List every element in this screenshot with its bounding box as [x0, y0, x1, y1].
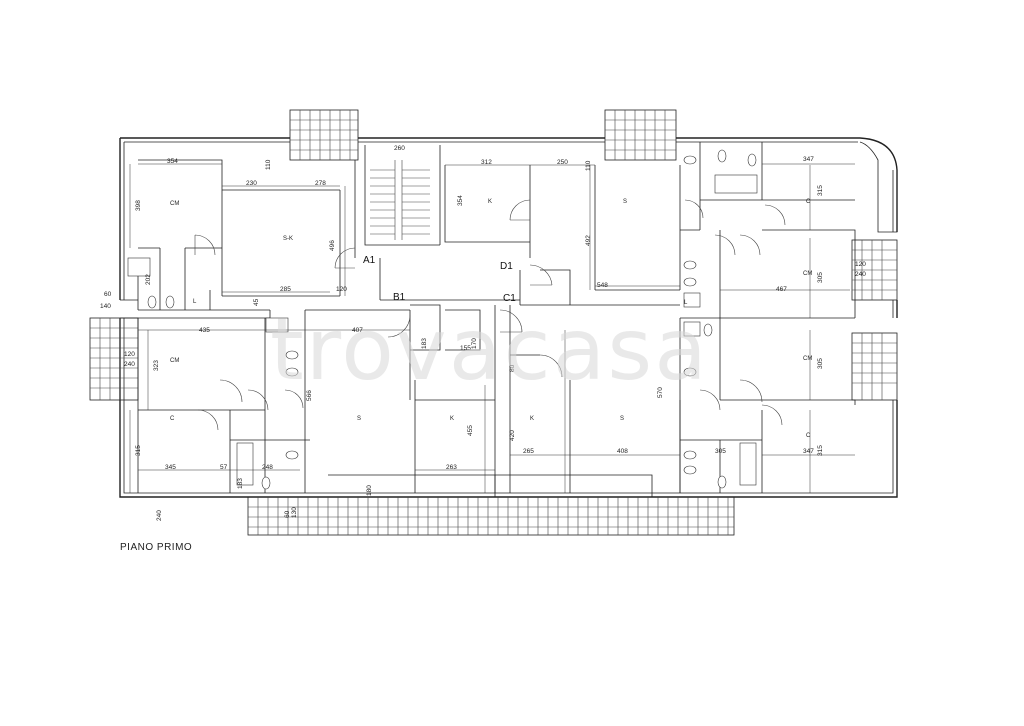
dim-label: 496 [329, 240, 336, 251]
dim-label: 347 [803, 156, 814, 163]
room-label: C [806, 433, 811, 439]
dim-label: 140 [100, 303, 111, 310]
stair [370, 160, 430, 240]
dim-label: 407 [352, 327, 363, 334]
room-label: CM [170, 201, 179, 207]
dim-label: 492 [585, 235, 592, 246]
unit-label-c1: C1 [503, 293, 516, 304]
dim-label: 345 [165, 464, 176, 471]
dim-label: 110 [585, 160, 592, 171]
dimension-labels: 354 398 230 278 110 496 285 120 45 202 6… [100, 145, 866, 521]
dim-label: 155 [460, 345, 471, 352]
dim-label: 570 [657, 387, 664, 398]
room-label: L [684, 300, 688, 306]
dim-label: 45 [253, 298, 260, 306]
room-label: S-K [283, 236, 293, 242]
balconies [89, 109, 898, 536]
dim-label: 315 [817, 445, 824, 456]
dim-label: 467 [776, 286, 787, 293]
room-label: S [623, 199, 627, 205]
dim-label: 180 [366, 485, 373, 496]
dim-label: 435 [199, 327, 210, 334]
dim-label: 455 [467, 425, 474, 436]
dim-label: 323 [153, 360, 160, 371]
dim-label: 60 [284, 510, 291, 518]
room-label: CM [803, 356, 812, 362]
room-label: K [488, 199, 492, 205]
unit-label-d1: D1 [500, 261, 513, 272]
dim-label: 250 [557, 159, 568, 166]
dim-label: 354 [457, 195, 464, 206]
dim-label: 312 [481, 159, 492, 166]
fixtures [127, 149, 758, 490]
dim-label: 260 [394, 145, 405, 152]
dim-label: 183 [421, 338, 428, 349]
dim-label: 265 [523, 448, 534, 455]
unit-label-b1: B1 [393, 292, 406, 303]
dim-label: 240 [156, 510, 163, 521]
drawing-title: PIANO PRIMO [120, 542, 193, 553]
dim-label: 285 [280, 286, 291, 293]
dim-label: 120 [336, 286, 347, 293]
dim-label: 240 [124, 361, 135, 368]
dim-label: 305 [715, 448, 726, 455]
room-label: S [357, 416, 361, 422]
room-label: CM [803, 271, 812, 277]
room-label: L [193, 299, 197, 305]
dim-label: 130 [291, 507, 298, 518]
dim-label: 170 [471, 338, 478, 349]
room-label: K [530, 416, 534, 422]
dim-label: 263 [446, 464, 457, 471]
dim-label: 120 [124, 351, 135, 358]
dim-label: 566 [306, 390, 313, 401]
dim-label: 202 [145, 274, 152, 285]
unit-label-a1: A1 [363, 255, 376, 266]
room-label: S [620, 416, 624, 422]
room-label: C [806, 199, 811, 205]
room-label: C [170, 416, 175, 422]
dim-label: 240 [855, 271, 866, 278]
dim-label: 354 [167, 158, 178, 165]
dim-label: 57 [220, 464, 228, 471]
dim-label: 408 [617, 448, 628, 455]
dim-label: 120 [855, 261, 866, 268]
dimension-lines [129, 163, 855, 493]
dim-label: 278 [315, 180, 326, 187]
doors [194, 199, 786, 431]
dim-label: 398 [135, 200, 142, 211]
dim-label: 347 [803, 448, 814, 455]
dim-label: 548 [597, 282, 608, 289]
dim-label: 315 [135, 445, 142, 456]
room-label: K [450, 416, 454, 422]
dim-label: 183 [237, 478, 244, 489]
dim-label: 305 [817, 358, 824, 369]
watermark-text: trovacasa [270, 300, 709, 400]
dim-label: 80 [509, 364, 516, 372]
dim-label: 110 [265, 159, 272, 170]
dim-label: 60 [104, 291, 112, 298]
dim-label: 315 [817, 185, 824, 196]
dim-label: 248 [262, 464, 273, 471]
dim-label: 420 [509, 430, 516, 441]
interior-walls [137, 142, 856, 493]
dim-label: 305 [817, 272, 824, 283]
dim-label: 230 [246, 180, 257, 187]
room-label: CM [170, 358, 179, 364]
